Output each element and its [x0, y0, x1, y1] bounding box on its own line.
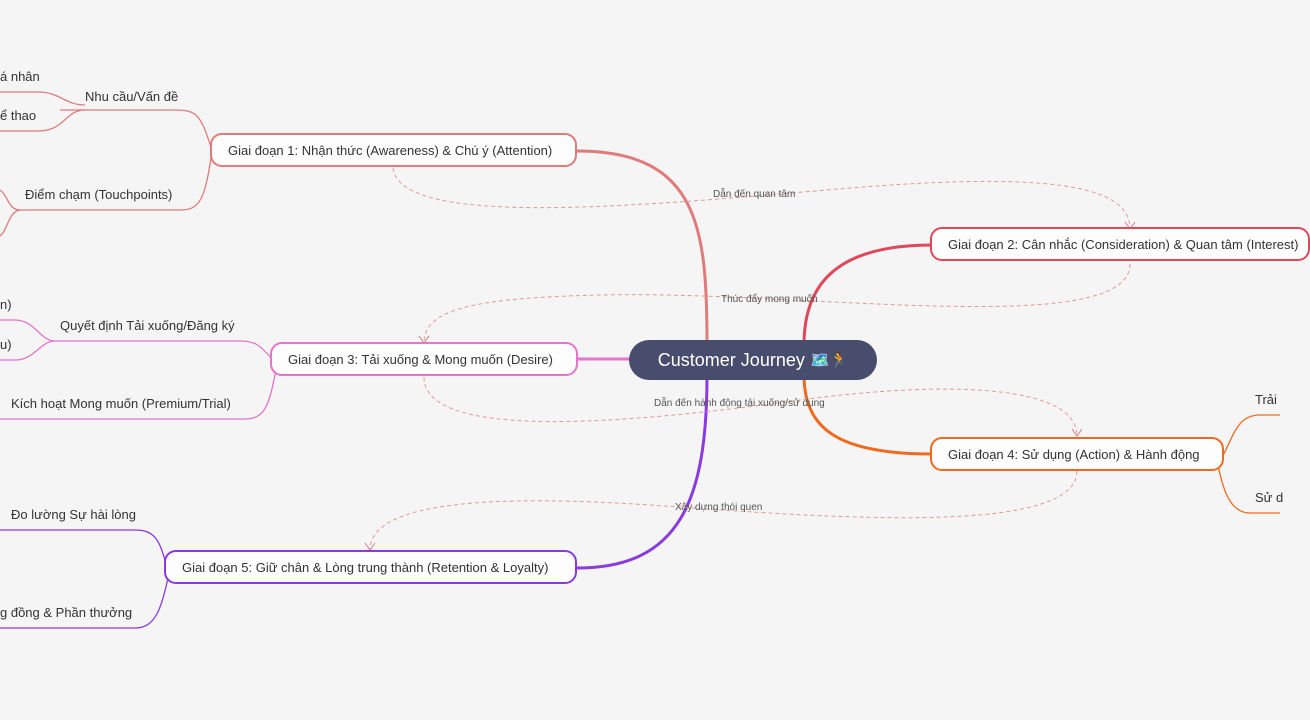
stage-5-node[interactable]: Giai đoạn 5: Giữ chân & Lòng trung thành…: [164, 550, 577, 584]
stage-4-label: Giai đoạn 4: Sử dụng (Action) & Hành độn…: [948, 446, 1200, 462]
relation-label-3[interactable]: Dẫn đến hành động tải xuống/sử dụng: [654, 398, 825, 409]
subtopic-decision-a[interactable]: n): [0, 297, 12, 312]
stage-3-node[interactable]: Giai đoạn 3: Tải xuống & Mong muốn (Desi…: [270, 342, 578, 376]
subtopic-decision-b[interactable]: u): [0, 337, 12, 352]
relation-label-4[interactable]: Xây dựng thói quen: [675, 502, 763, 513]
branch-stage-4: [802, 374, 933, 456]
relation-label-2[interactable]: Thúc đẩy mong muốn: [721, 294, 818, 305]
subtopic-activate-desire[interactable]: Kích hoạt Mong muốn (Premium/Trial): [11, 396, 231, 411]
stage-3-label: Giai đoạn 3: Tải xuống & Mong muốn (Desi…: [288, 351, 553, 367]
relation-line-4: [369, 470, 1078, 551]
central-topic-label: Customer Journey: [657, 349, 805, 370]
map-runner-icon: 🗺️🏃: [810, 352, 849, 369]
relation-line-1: [392, 167, 1131, 230]
stage-2-label: Giai đoạn 2: Cân nhắc (Consideration) & …: [948, 236, 1299, 252]
connector-layer: [0, 91, 1280, 629]
branch-stage-2: [802, 243, 933, 346]
branch-stage-1: [576, 149, 709, 346]
stage-5-label: Giai đoạn 5: Giữ chân & Lòng trung thành…: [182, 559, 549, 575]
stage-1-node[interactable]: Giai đoạn 1: Nhận thức (Awareness) & Chú…: [210, 133, 577, 167]
relation-line-2: [423, 263, 1131, 344]
central-topic[interactable]: Customer Journey 🗺️🏃: [629, 340, 877, 380]
subtopic-need[interactable]: Nhu cầu/Vấn đề: [85, 89, 179, 104]
subtopic-usage[interactable]: Sử d: [1255, 490, 1284, 505]
subtopic-community-rewards[interactable]: g đồng & Phần thưởng: [0, 605, 133, 620]
subtopic-touchpoints[interactable]: Điểm chạm (Touchpoints): [25, 187, 173, 202]
stage-4-node[interactable]: Giai đoạn 4: Sử dụng (Action) & Hành độn…: [930, 437, 1224, 471]
branch-stage-5: [576, 374, 709, 570]
subtopic-need-sport[interactable]: ể thao: [0, 108, 37, 123]
subtopic-download-decision[interactable]: Quyết định Tải xuống/Đăng ký: [60, 318, 235, 333]
stage-2-node[interactable]: Giai đoạn 2: Cân nhắc (Consideration) & …: [930, 227, 1310, 261]
subtopic-need-personal[interactable]: á nhân: [0, 69, 40, 84]
subtopic-experience[interactable]: Trải: [1255, 392, 1277, 407]
relation-label-1[interactable]: Dẫn đến quan tâm: [713, 189, 796, 200]
relation-line-3: [423, 376, 1078, 437]
stage-1-label: Giai đoạn 1: Nhận thức (Awareness) & Chú…: [228, 142, 553, 158]
subtopic-satisfaction[interactable]: Đo lường Sự hài lòng: [11, 507, 136, 522]
